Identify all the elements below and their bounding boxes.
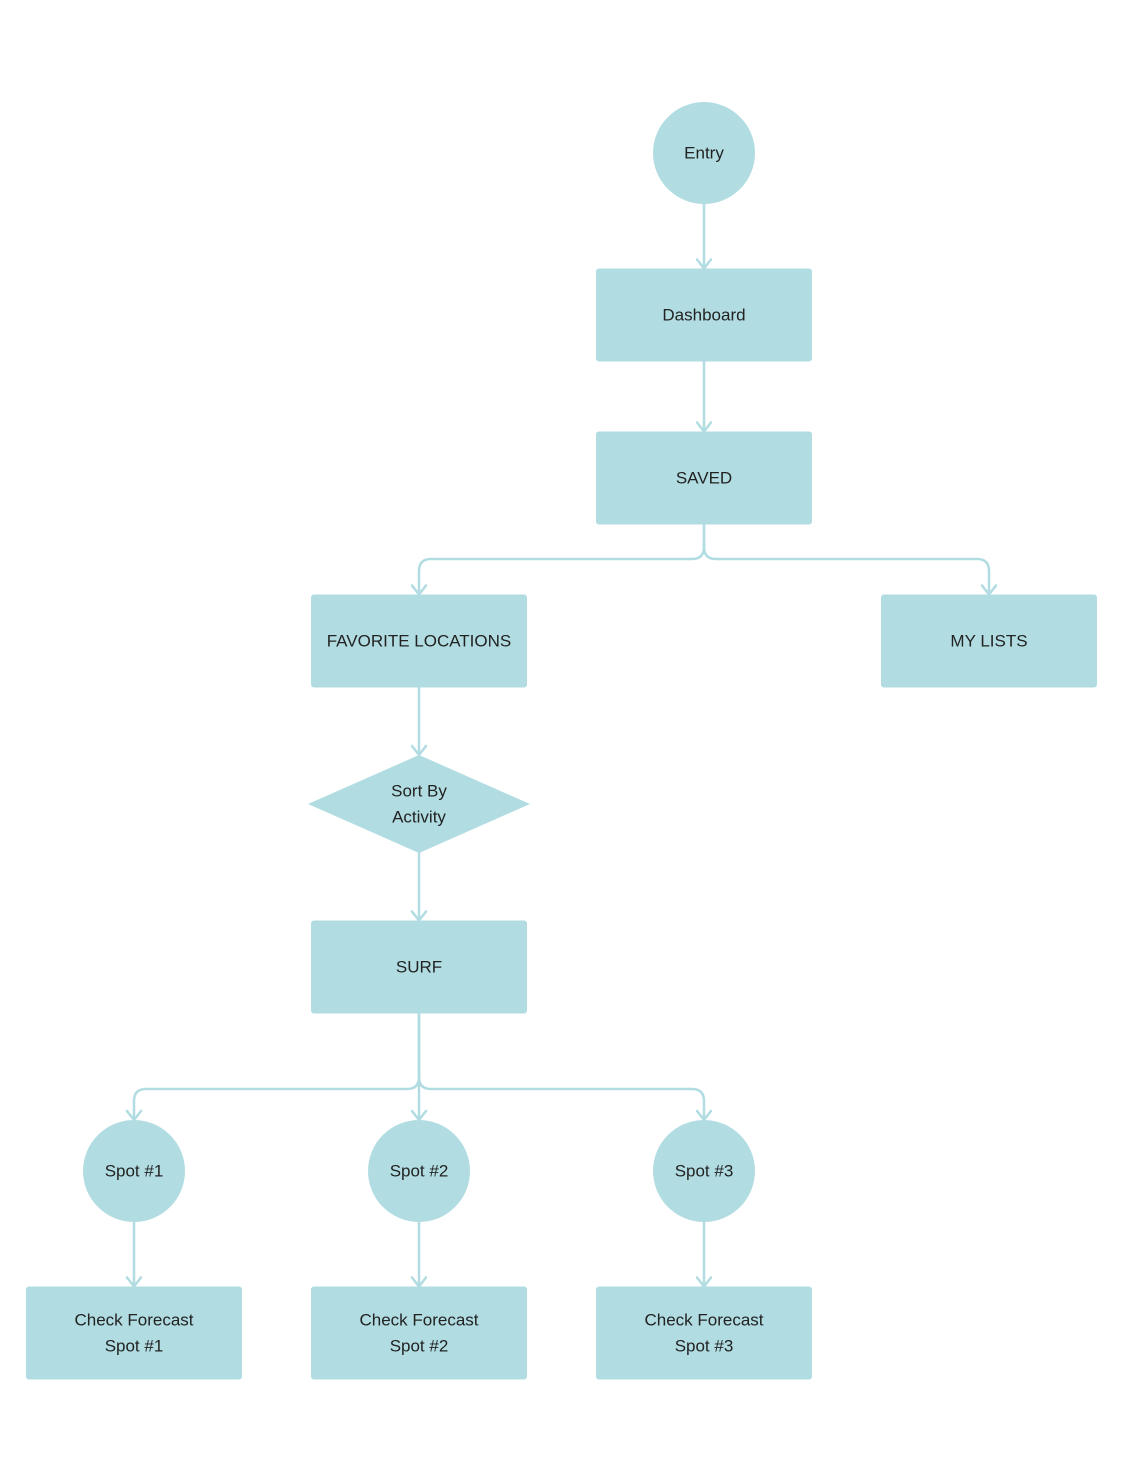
node-saved: SAVED [596,431,812,525]
node-label: FAVORITE LOCATIONS [327,632,512,651]
circle-node-shape [368,1120,470,1222]
node-surf: SURF [311,920,527,1014]
node-label: Spot #3 [675,1162,734,1181]
node-label: Dashboard [662,306,745,325]
process-box-shape [596,431,812,525]
connector-saved-to-my_lists [702,523,991,596]
process-box-shape [26,1286,242,1380]
node-label: Spot #1 [105,1337,164,1356]
node-label: Check Forecast [359,1311,478,1330]
node-label: Spot #3 [675,1337,734,1356]
node-label: Entry [684,144,724,163]
process-box-shape [311,594,527,688]
circle-node-shape [653,1120,755,1222]
process-box-shape [311,920,527,1014]
node-favorite-locations: FAVORITE LOCATIONS [311,594,527,688]
node-my-lists: MY LISTS [881,594,1097,688]
process-box-shape [596,1286,812,1380]
node-label: Spot #2 [390,1337,449,1356]
process-box-shape [311,1286,527,1380]
node-label: SAVED [676,469,732,488]
node-label: Spot #1 [105,1162,164,1181]
node-label: Sort By [391,782,447,801]
connector-surf-to-spot_1 [132,1012,421,1122]
node-spot-2: Spot #2 [368,1120,470,1222]
node-label: SURF [396,958,442,977]
connectors-layer [125,202,998,1288]
process-box-shape [881,594,1097,688]
node-label: Activity [392,808,446,827]
node-spot-3: Spot #3 [653,1120,755,1222]
node-label: Check Forecast [74,1311,193,1330]
node-label: Spot #2 [390,1162,449,1181]
node-label: Check Forecast [644,1311,763,1330]
circle-node-shape [653,102,755,204]
connector-saved-to-favorite_locations [417,523,706,596]
decision-diamond-shape [308,755,530,853]
node-spot-1: Spot #1 [83,1120,185,1222]
node-sort-by-activity: Sort By Activity [308,755,530,853]
node-label: MY LISTS [950,632,1027,651]
process-box-shape [596,268,812,362]
circle-node-shape [83,1120,185,1222]
connector-surf-to-spot_3 [417,1012,706,1122]
node-entry: Entry [653,102,755,204]
node-dashboard: Dashboard [596,268,812,362]
